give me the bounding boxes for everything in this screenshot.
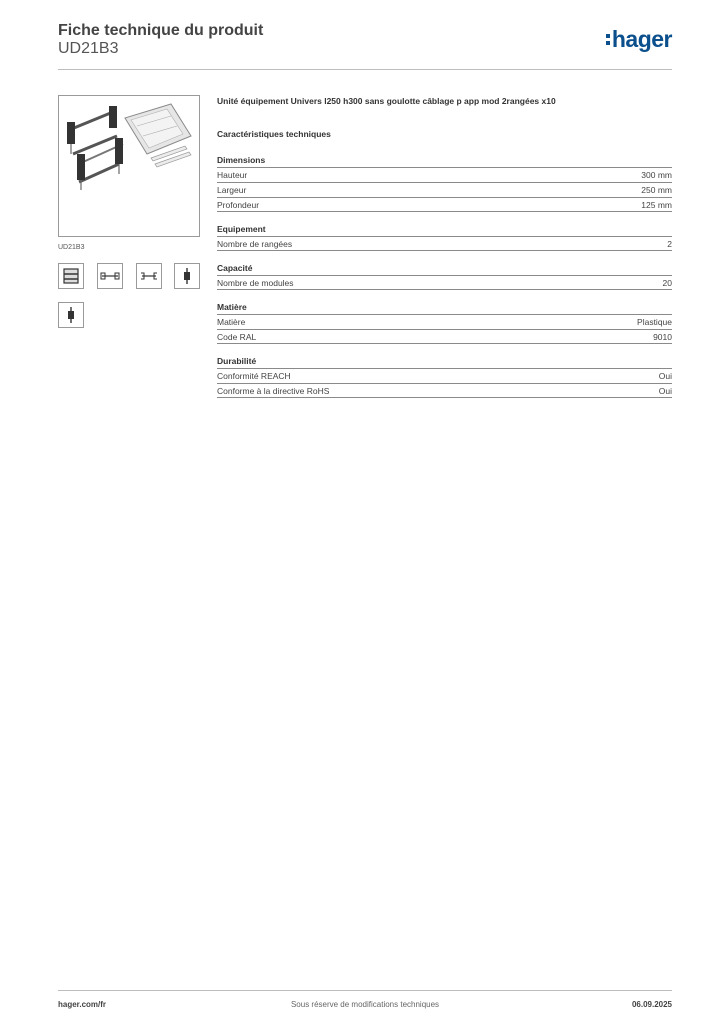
characteristics-panel: Unité équipement Univers l250 h300 sans … [217, 95, 672, 398]
table-row: Conforme à la directive RoHS Oui [217, 383, 672, 398]
row-value: 2 [667, 239, 672, 249]
group-title: Matière [217, 302, 247, 312]
wiring-unit-thumb-icon[interactable] [58, 263, 84, 289]
table-row: Nombre de modules 20 [217, 275, 672, 290]
hager-logo: hager [605, 25, 673, 52]
row-value: 9010 [653, 332, 672, 342]
logo-text: hager [611, 25, 673, 52]
document-date: 06.09.2025 [631, 1000, 672, 1009]
mounting-clip-thumb-icon[interactable] [174, 263, 200, 289]
row-label: Profondeur [217, 200, 260, 210]
table-row: Largeur 250 mm [217, 182, 672, 197]
row-value: 300 mm [641, 170, 672, 180]
image-caption: UD21B3 [58, 244, 85, 251]
product-description: Unité équipement Univers l250 h300 sans … [217, 96, 556, 106]
page-header: Fiche technique du produit UD21B3 hager [58, 20, 673, 70]
group-capacite: Capacité Nombre de modules 20 [217, 261, 672, 290]
table-row: Matière Plastique [217, 314, 672, 329]
table-row: Conformité REACH Oui [217, 368, 672, 383]
group-title: Durabilité [217, 356, 257, 366]
row-label: Largeur [217, 185, 247, 195]
row-label: Conformité REACH [217, 371, 291, 381]
row-label: Hauteur [217, 170, 248, 180]
row-label: Matière [217, 317, 246, 327]
group-dimensions: Dimensions Hauteur 300 mm Largeur 250 mm P… [217, 153, 672, 212]
product-image [58, 95, 200, 237]
row-value: 250 mm [641, 185, 672, 195]
row-label: Nombre de modules [217, 278, 294, 288]
section-title: Caractéristiques techniques [217, 129, 331, 139]
logo-dots-icon [605, 33, 610, 45]
din-rail-thumb-icon[interactable] [97, 263, 123, 289]
disclaimer-text: Sous réserve de modifications techniques [290, 1000, 440, 1009]
row-value: Plastique [637, 317, 672, 327]
rail-bracket-thumb-icon[interactable] [136, 263, 162, 289]
row-label: Conforme à la directive RoHS [217, 386, 330, 396]
group-title: Dimensions [217, 155, 266, 165]
row-value: 125 mm [641, 200, 672, 210]
table-row: Hauteur 300 mm [217, 167, 672, 182]
table-row: Profondeur 125 mm [217, 197, 672, 212]
product-reference: UD21B3 [58, 40, 119, 57]
page-footer: hager.com/fr Sous réserve de modificatio… [58, 990, 672, 1012]
group-equipement: Equipement Nombre de rangées 2 [217, 222, 672, 251]
document-title: Fiche technique du produit [58, 22, 264, 39]
row-value: 20 [662, 278, 672, 288]
group-title: Capacité [217, 263, 253, 273]
row-label: Nombre de rangées [217, 239, 293, 249]
website-link[interactable]: hager.com/fr [58, 1000, 107, 1009]
row-value: Oui [658, 371, 672, 381]
row-label: Code RAL [217, 332, 257, 342]
table-row: Code RAL 9010 [217, 329, 672, 344]
group-durabilite: Durabilité Conformité REACH Oui Conforme … [217, 354, 672, 398]
table-row: Nombre de rangées 2 [217, 236, 672, 251]
group-title: Equipement [217, 224, 266, 234]
fixing-clip-thumb-icon[interactable] [58, 302, 84, 328]
product-illustration-icon [67, 103, 192, 190]
row-value: Oui [658, 386, 672, 396]
